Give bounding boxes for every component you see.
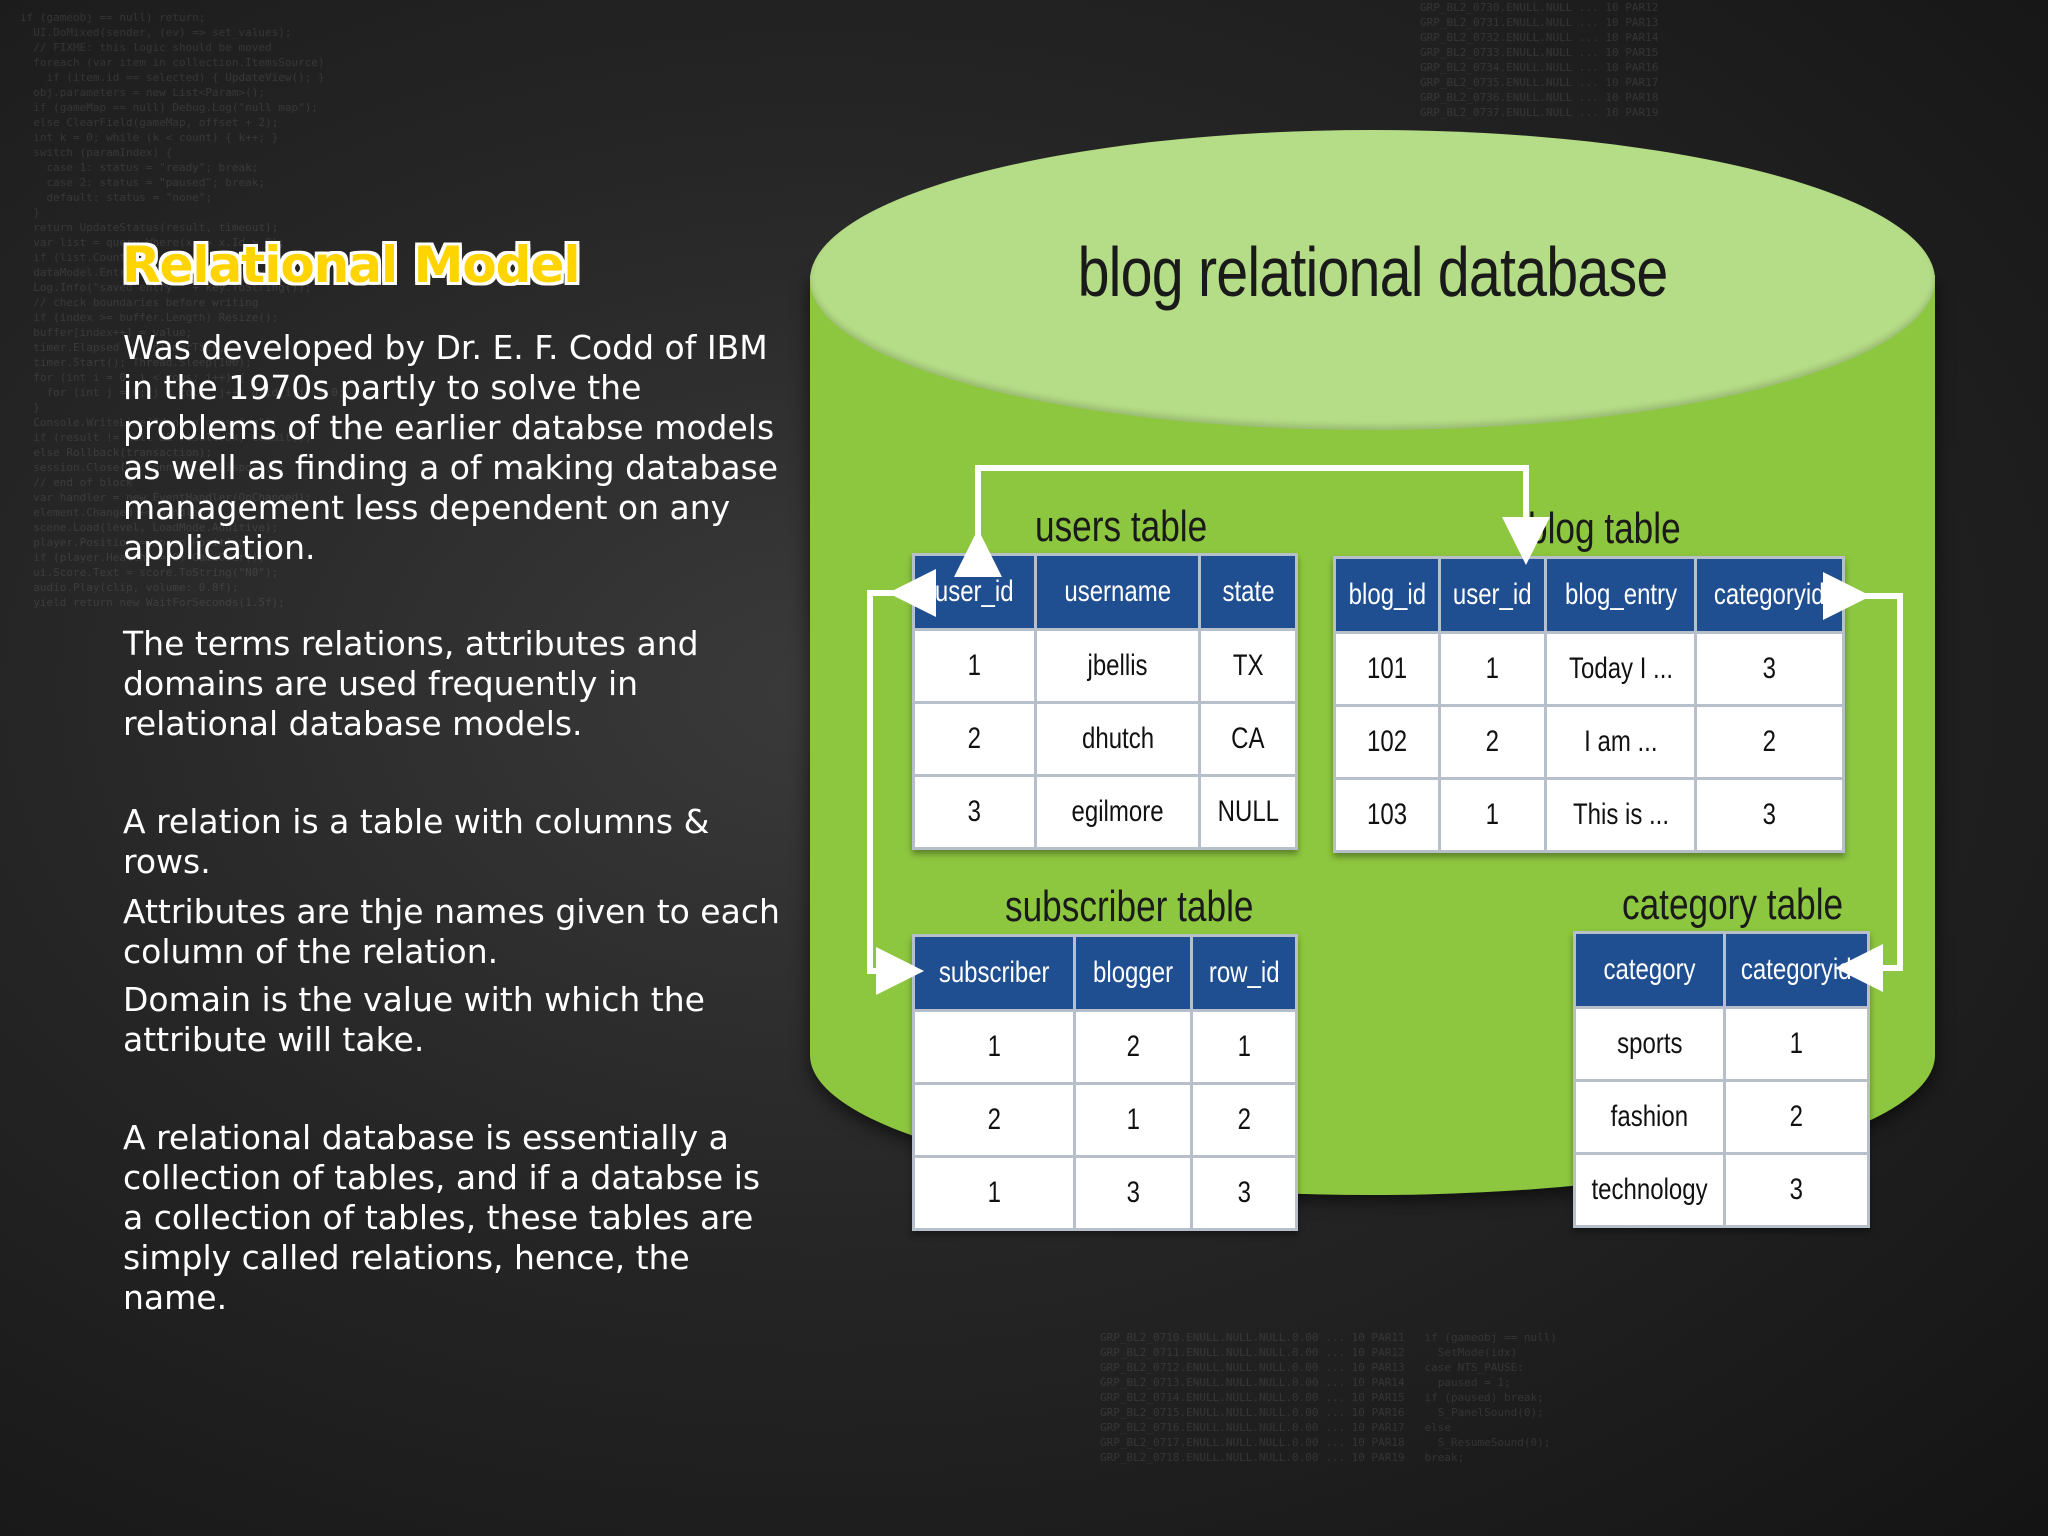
arrow-users-subscriber [867, 569, 936, 995]
arrow-blog-category [1823, 572, 1903, 992]
table-cell: 3 [1193, 1158, 1295, 1228]
column-header: blog_entry [1547, 559, 1695, 631]
background-code-texture-bottom: GRP_BL2_0710.ENULL.NULL.NULL.0.00 ... 10… [1100, 1331, 1557, 1464]
table-cell: 1 [915, 1012, 1073, 1082]
table-cell: 103 [1336, 780, 1438, 850]
paragraph-attributes: Attributes are thje names given to each … [123, 892, 780, 971]
table-row: 2 1 2 [915, 1085, 1295, 1155]
table-cell: 1 [915, 1158, 1073, 1228]
table-cell: egilmore [1037, 777, 1199, 847]
subscriber-table-caption: subscriber table [1005, 882, 1254, 931]
table-cell: 1 [1193, 1012, 1295, 1082]
table-cell: CA [1201, 704, 1295, 774]
table-cell: 2 [1193, 1085, 1295, 1155]
table-cell: fashion [1576, 1082, 1724, 1152]
table-row: 1 jbellis TX [915, 631, 1295, 701]
table-cell: NULL [1201, 777, 1295, 847]
table-row: 103 1 This is ... 3 [1336, 780, 1842, 850]
category-table: category categoryid sports 1 fashion 2 t… [1573, 931, 1870, 1228]
table-cell: 1 [1440, 634, 1545, 704]
paragraph-codd: Was developed by Dr. E. F. Codd of IBM i… [123, 328, 779, 567]
column-header: blogger [1075, 937, 1191, 1009]
table-cell: 2 [1726, 1082, 1867, 1152]
column-header: categoryid [1697, 559, 1842, 631]
table-row: technology 3 [1576, 1155, 1867, 1225]
table-cell: 3 [1697, 780, 1842, 850]
table-cell: 2 [1075, 1012, 1191, 1082]
table-row: 101 1 Today I ... 3 [1336, 634, 1842, 704]
table-cell: 2 [1697, 707, 1842, 777]
table-cell: 1 [1726, 1009, 1867, 1079]
paragraph-relation: A relation is a table with columns & row… [123, 802, 710, 881]
table-row: fashion 2 [1576, 1082, 1867, 1152]
subscriber-table: subscriber blogger row_id 1 2 1 2 1 2 1 … [912, 934, 1298, 1231]
table-cell: Today I ... [1547, 634, 1695, 704]
table-cell: 2 [1440, 707, 1545, 777]
table-header-row: subscriber blogger row_id [915, 937, 1295, 1009]
column-header: row_id [1193, 937, 1295, 1009]
diagram-title: blog relational database [1077, 233, 1669, 311]
table-cell: technology [1576, 1155, 1724, 1225]
table-row: sports 1 [1576, 1009, 1867, 1079]
table-cell: 3 [1075, 1158, 1191, 1228]
table-cell: TX [1201, 631, 1295, 701]
table-cell: 101 [1336, 634, 1438, 704]
paragraph-terms: The terms relations, attributes and doma… [123, 624, 699, 743]
table-cell: 2 [915, 1085, 1073, 1155]
column-header: categoryid [1726, 934, 1867, 1006]
users-table: user_id username state 1 jbellis TX 2 dh… [912, 553, 1298, 850]
paragraph-domain: Domain is the value with which the attri… [123, 980, 705, 1059]
database-cylinder-top [810, 130, 1935, 430]
table-cell: 1 [1440, 780, 1545, 850]
blog-table: blog_id user_id blog_entry categoryid 10… [1333, 556, 1845, 853]
column-header: category [1576, 934, 1724, 1006]
table-cell: sports [1576, 1009, 1724, 1079]
table-cell: dhutch [1037, 704, 1199, 774]
table-cell: jbellis [1037, 631, 1199, 701]
background-code-texture-right: GRP_BL2_0730.ENULL.NULL ... 10 PAR12 GRP… [1420, 1, 1659, 119]
arrow-users-blog [954, 465, 1550, 577]
table-cell: 3 [1697, 634, 1842, 704]
paragraph-relational-database: A relational database is essentially a c… [123, 1118, 761, 1317]
column-header: subscriber [915, 937, 1073, 1009]
table-cell: 3 [1726, 1155, 1867, 1225]
slide-title: Relational Model [122, 236, 581, 294]
table-cell: This is ... [1547, 780, 1695, 850]
table-cell: I am ... [1547, 707, 1695, 777]
table-row: 1 3 3 [915, 1158, 1295, 1228]
table-row: 102 2 I am ... 2 [1336, 707, 1842, 777]
table-cell: 102 [1336, 707, 1438, 777]
table-row: 1 2 1 [915, 1012, 1295, 1082]
background-code-texture: if (gameobj == null) return; UI.DoMixed(… [20, 11, 345, 609]
blog-table-caption: blog table [1528, 504, 1681, 553]
table-header-row: category categoryid [1576, 934, 1867, 1006]
category-table-caption: category table [1622, 880, 1844, 929]
table-cell: 1 [1075, 1085, 1191, 1155]
